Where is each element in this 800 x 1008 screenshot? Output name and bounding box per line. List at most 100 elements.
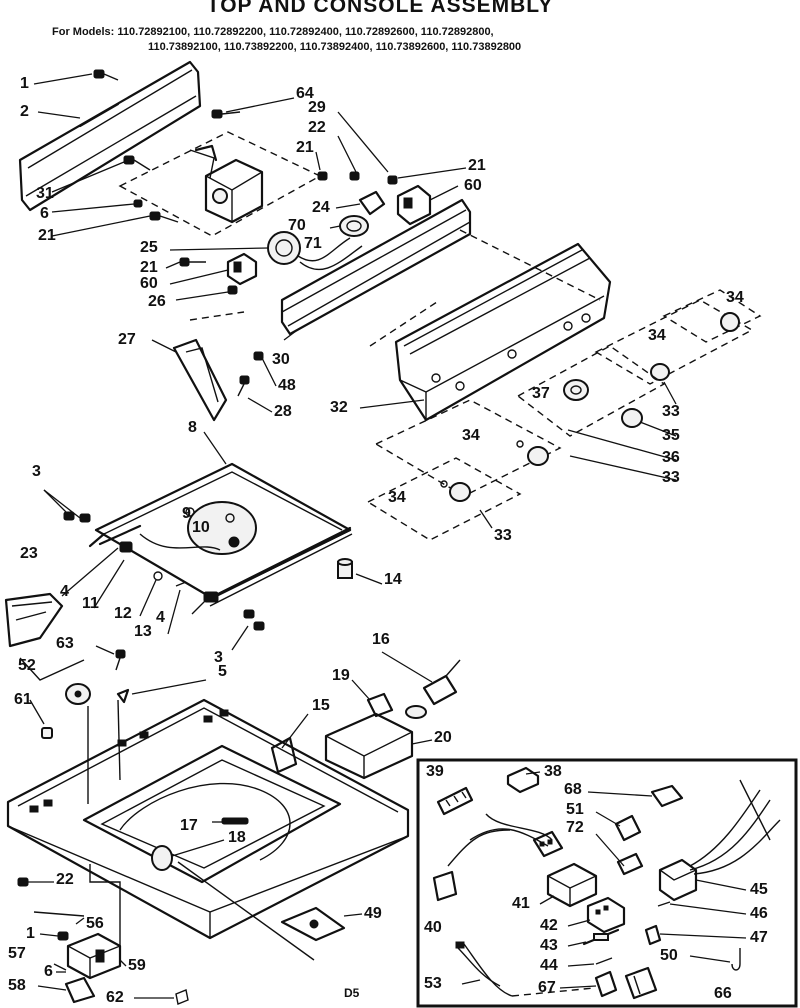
callout-33: 33 [662,403,680,420]
callout-25: 25 [140,239,158,256]
callout-28: 28 [274,403,292,420]
callout-47: 47 [750,929,768,946]
spring-56 [33,911,85,917]
callout-22: 22 [308,119,326,136]
screw-1-lower [57,931,69,941]
callout-72: 72 [566,819,584,836]
callout-10: 10 [192,519,210,536]
callout-64: 64 [296,85,314,102]
relay-42 [586,896,626,934]
terminal-67 [594,970,618,998]
hinge-slot-15 [270,736,298,774]
callout-5: 5 [218,663,227,680]
callout-37: 37 [532,385,550,402]
rear-panel [18,60,202,212]
callout-39: 39 [426,763,444,780]
callout-13: 13 [134,623,152,640]
wire-harness [447,779,781,875]
callout-51: 51 [566,801,584,818]
harness-53 [455,941,513,997]
bracket-60-upper [396,184,432,226]
washer-top-panel [6,698,410,940]
callout-4: 4 [60,583,69,600]
callout-29: 29 [308,99,326,116]
callout-21: 21 [38,227,56,244]
callout-49: 49 [364,905,382,922]
callout-24: 24 [312,199,330,216]
callout-18: 18 [228,829,246,846]
callout-4: 4 [156,609,165,626]
bracket-guide-line [89,864,121,960]
callout-16: 16 [372,631,390,648]
callout-27: 27 [118,331,136,348]
dispenser-16 [405,659,461,719]
hinge-rod-right [203,526,353,607]
callout-1: 1 [20,75,29,92]
callout-22: 22 [56,871,74,888]
dispenser-tray-20 [324,712,414,780]
screw-26 [227,285,238,295]
bracket-60-lower [226,252,258,286]
clip-guide-line [117,699,121,781]
callout-45: 45 [750,881,768,898]
connector-40 [432,870,458,902]
console-end-cap [172,338,228,422]
callout-9: 9 [182,505,191,522]
hose-70 [339,215,369,237]
callout-71: 71 [304,235,322,252]
callout-21: 21 [468,157,486,174]
lid-switch-9-10 [139,501,257,555]
callout-42: 42 [540,917,558,934]
screw-22-upper [349,171,360,181]
pressure-switch-25 [267,231,363,271]
clip-6-lower [53,963,67,971]
timer-switch [189,144,264,224]
callout-70: 70 [288,217,306,234]
hinge-guide-line [19,657,85,681]
pressure-switch-24 [358,190,386,216]
callout-62: 62 [106,989,124,1006]
end-cap-guide [189,311,245,321]
clip-5 [116,688,130,704]
harness-route-line [511,987,595,997]
terminal-block [532,830,564,858]
callout-48: 48 [278,377,296,394]
callout-11: 11 [82,595,99,612]
motor-switch-45 [658,858,698,902]
callout-33: 33 [494,527,512,544]
relay-41 [546,862,598,908]
panel-fasteners [29,709,229,813]
callout-31: 31 [36,185,54,202]
callout-3: 3 [32,463,41,480]
nut-62 [175,989,189,1005]
callout-66: 66 [714,985,732,1002]
callout-20: 20 [434,729,452,746]
knob-group-bottom [366,457,522,541]
callout-46: 46 [750,905,768,922]
knob-group-right [594,289,762,385]
connector-66 [624,966,658,1000]
callout-14: 14 [384,571,402,588]
connector-38 [506,766,540,794]
clamp-46 [657,901,671,907]
screw-64 [211,109,241,119]
callout-67: 67 [538,979,556,996]
callout-50: 50 [660,947,678,964]
lid-switch-59 [66,932,122,980]
screws-3-upper [63,511,91,523]
hook-50 [731,948,741,971]
callout-63: 63 [56,635,74,652]
screw-22-lower [17,877,29,887]
tub-opening [82,744,342,884]
screw-21-upper [317,171,398,185]
callout-34: 34 [648,327,666,344]
callout-52: 52 [18,657,36,674]
hinge-block-23 [4,592,64,648]
screw-48 [253,351,264,361]
callout-60: 60 [464,177,482,194]
dispenser-bracket-19 [366,692,394,718]
capacitor-72 [616,852,644,876]
callout-57: 57 [8,945,26,962]
